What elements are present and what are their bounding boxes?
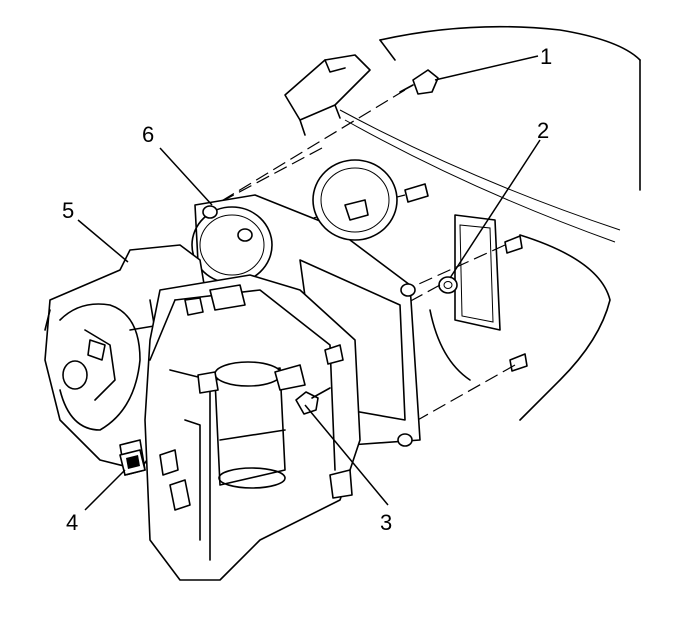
bolt-1: [399, 69, 439, 95]
firewall-panel: [339, 25, 641, 421]
upper-bracket: [284, 54, 371, 136]
callout-2: 2: [537, 118, 549, 143]
callout-4: 4: [66, 510, 78, 535]
bolt-3: [295, 387, 331, 415]
callout-1: 1: [540, 44, 552, 69]
rear-motor-housing: [312, 159, 398, 241]
callout-5: 5: [62, 198, 74, 223]
nut-2: [438, 276, 458, 294]
connector-4: [119, 449, 146, 476]
front-module: [144, 274, 361, 581]
callout-3: 3: [380, 510, 392, 535]
callout-6: 6: [142, 122, 154, 147]
leader-lines: [77, 55, 541, 511]
